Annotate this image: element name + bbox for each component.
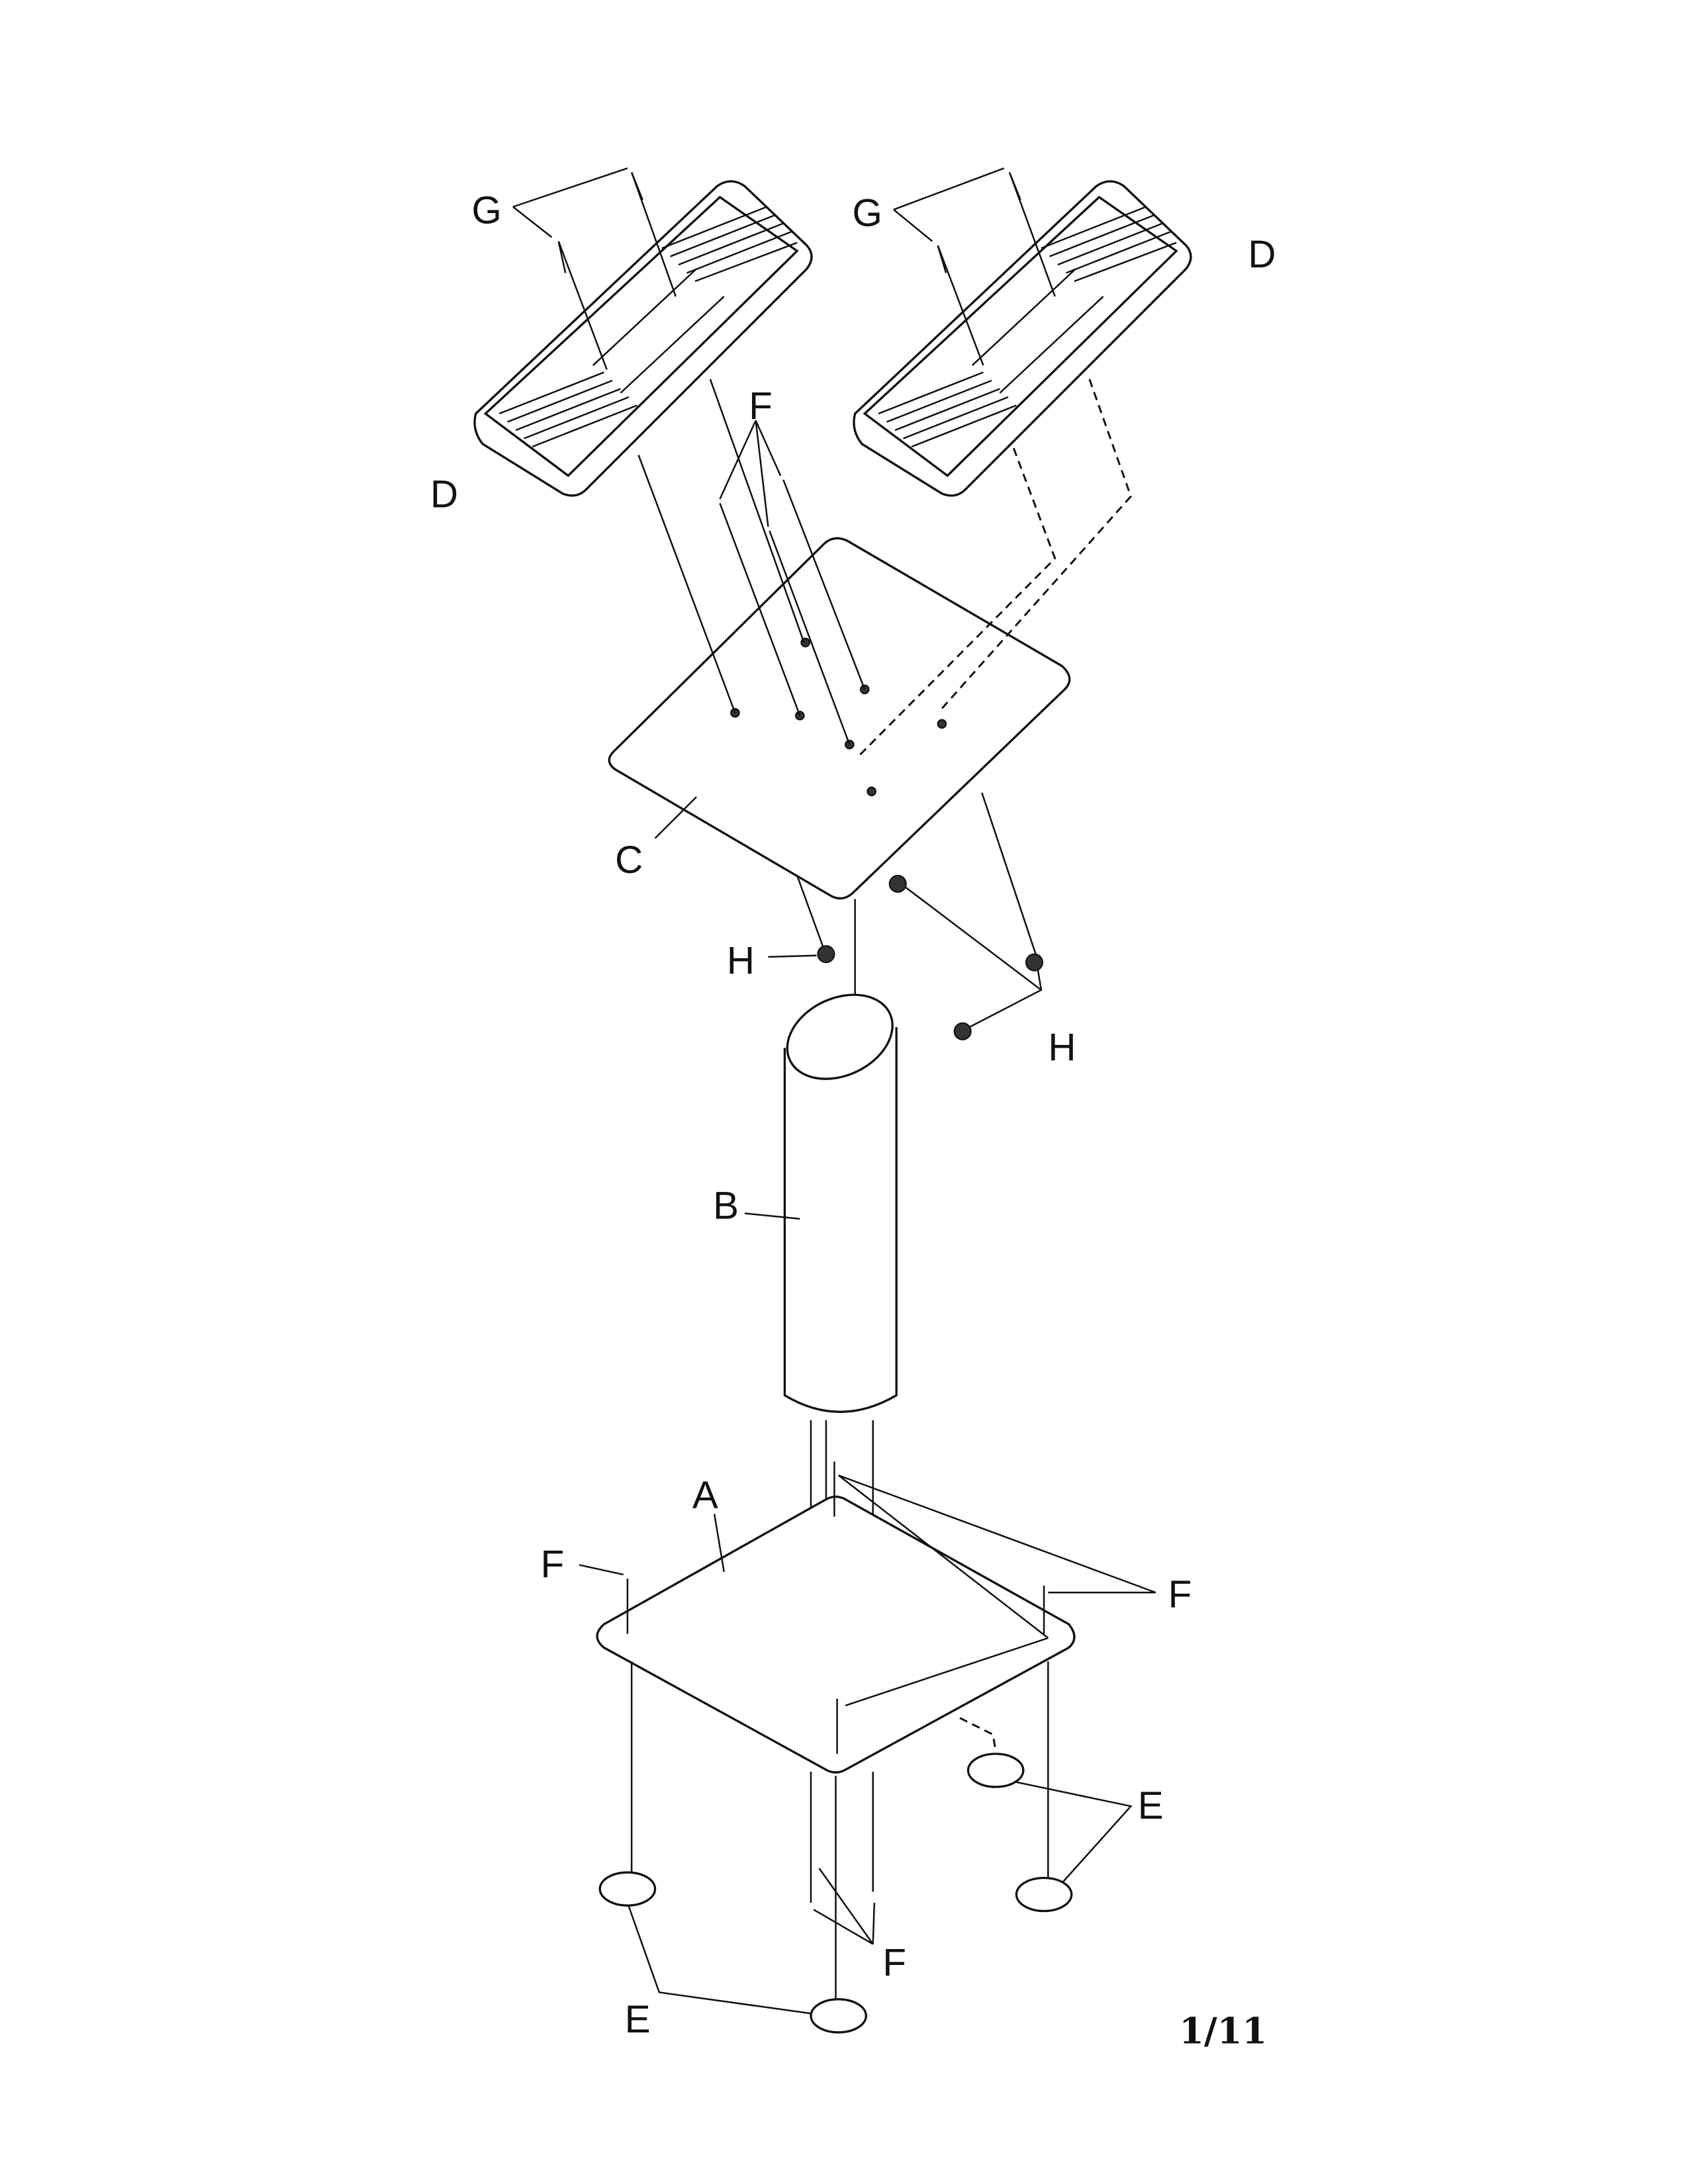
label-b: B [713,1185,739,1228]
label-g-left: G [472,189,502,232]
leader-lines-c [637,379,1043,1069]
label-e-left: E [625,1998,651,2041]
part-b-tube [744,993,898,1648]
label-a: A [692,1474,718,1517]
label-e-right: E [1138,1784,1164,1827]
label-h-right: H [1048,1026,1076,1069]
label-d-right: D [1248,233,1276,276]
leader-h [768,954,817,958]
dashed-guide-lines [858,379,1132,1752]
label-f-right: F [1168,1573,1192,1616]
screws-g [512,167,1056,370]
label-f-top: F [749,385,773,428]
label-f-bottom: F [882,1941,906,1984]
part-d-left-pad [473,180,813,497]
part-labels: G G D D F C H H B A F F E F E 1/11 [430,189,1276,2052]
label-g-right: G [853,192,882,235]
nuts-h [817,874,1044,1040]
label-h-left: H [727,939,755,982]
feet-e [598,1752,1073,2034]
label-d-left: D [430,473,458,516]
label-f-left: F [541,1543,565,1586]
leader-lines-a [579,1461,1156,2017]
part-d-right-pad [853,180,1192,497]
page-number: 1/11 [1179,2010,1267,2052]
label-c: C [615,839,643,882]
part-a-base-plate [596,1495,1076,1774]
